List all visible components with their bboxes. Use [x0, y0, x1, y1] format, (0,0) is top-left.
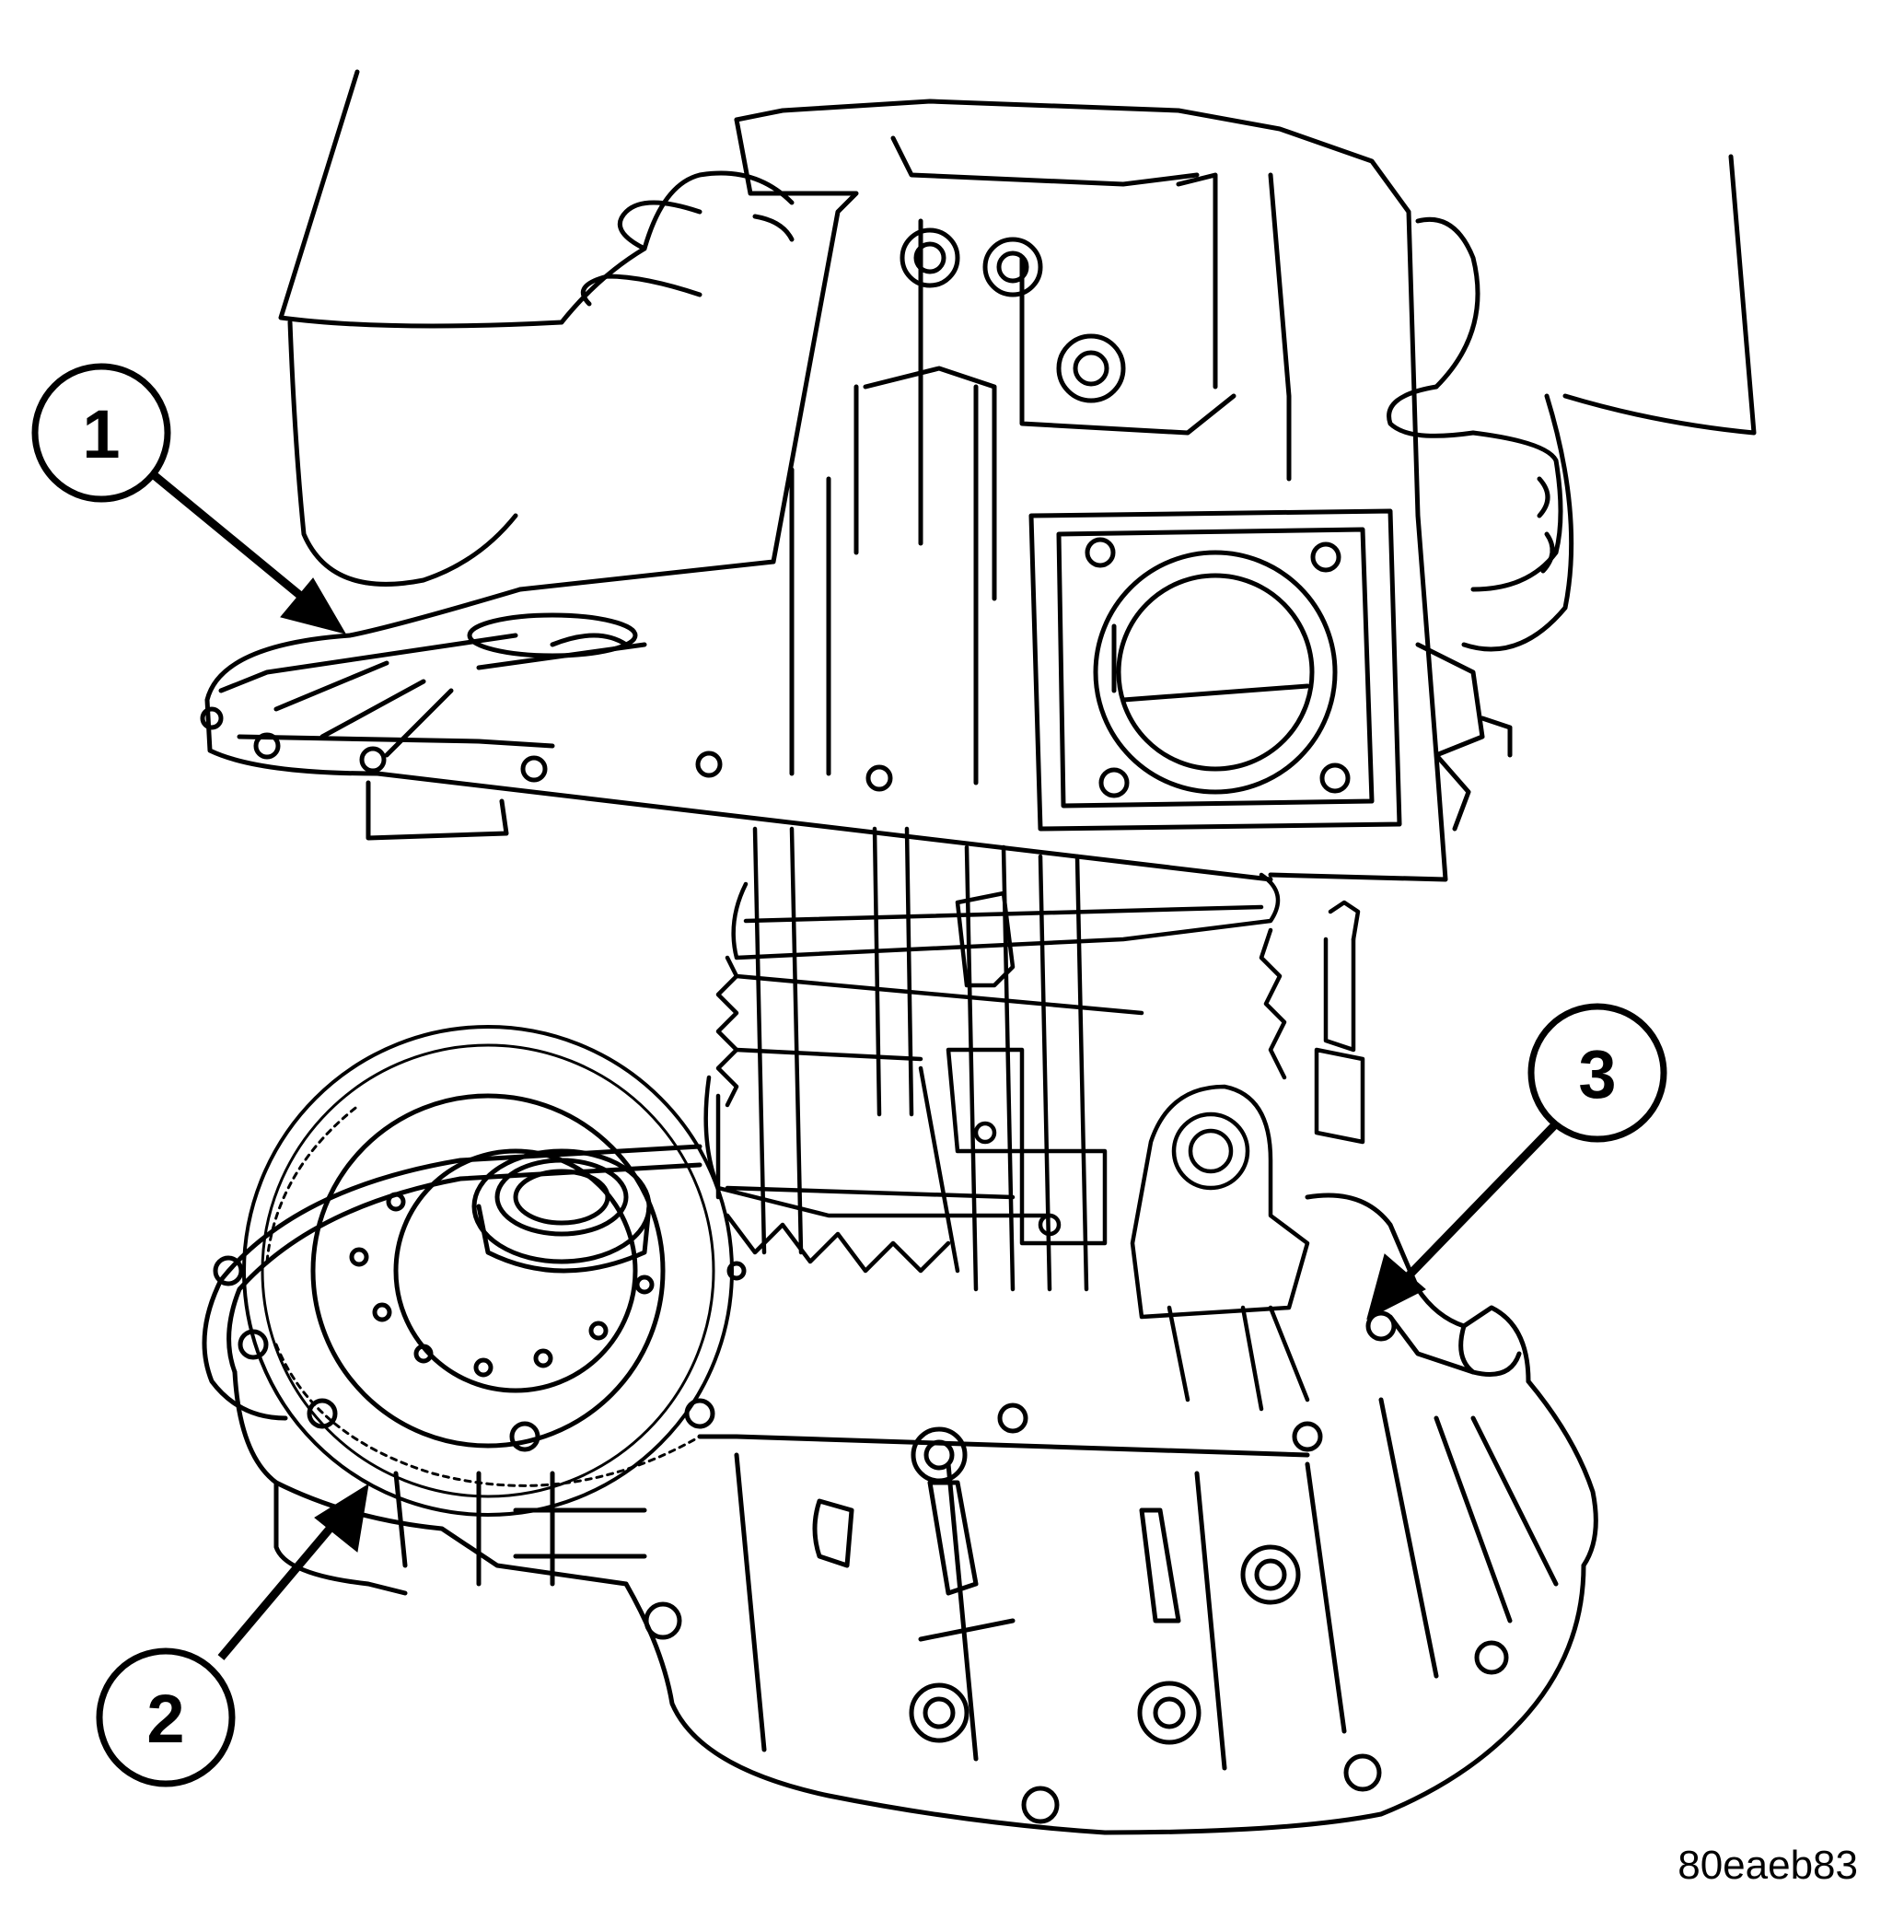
callout-2: 2 — [96, 1647, 236, 1787]
technician-hands — [278, 69, 1757, 652]
callout-leader-arrows — [145, 466, 1569, 1660]
callout-1-label: 1 — [82, 396, 120, 472]
lower-transaxle-case — [202, 1025, 1598, 1835]
figure-id: 80eaeb83 — [1678, 1843, 1858, 1888]
callout-3-label: 3 — [1578, 1036, 1616, 1112]
gear-train — [703, 826, 1365, 1412]
callout-3: 3 — [1527, 1003, 1667, 1143]
callout-1: 1 — [31, 363, 171, 503]
callout-2-label: 2 — [146, 1681, 184, 1757]
upper-transaxle-case — [200, 99, 1513, 882]
